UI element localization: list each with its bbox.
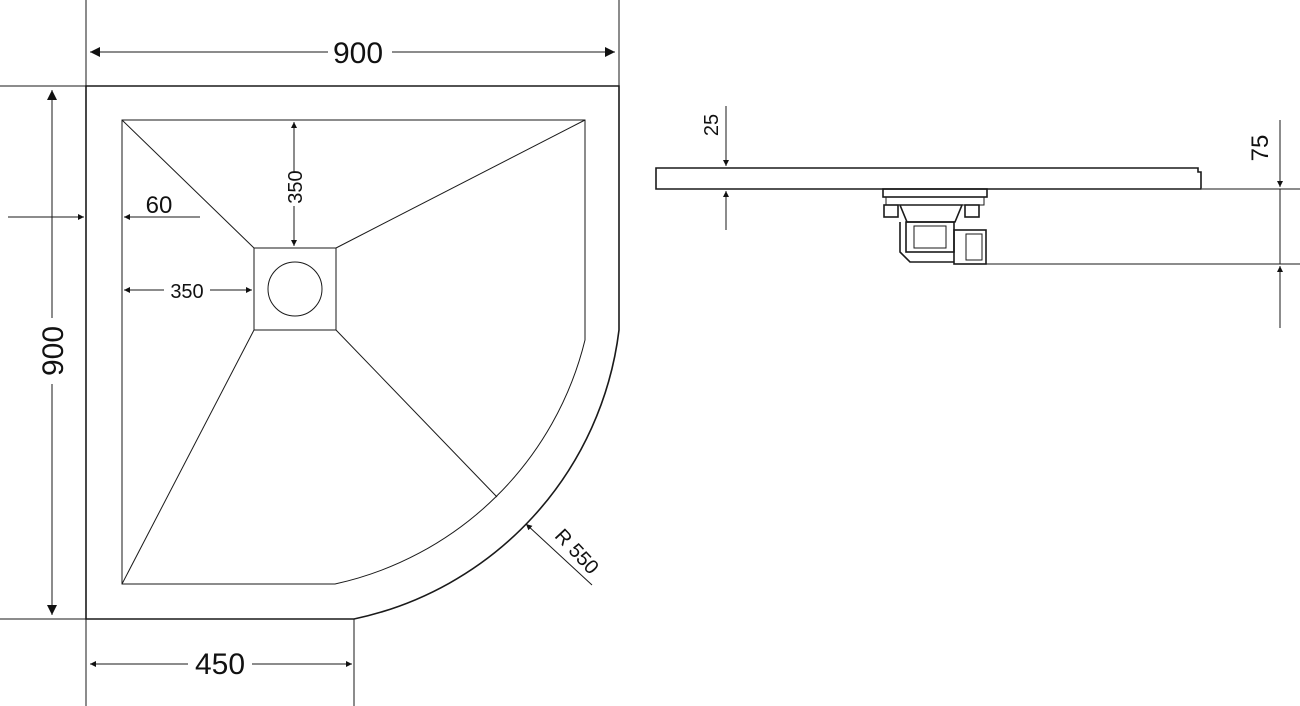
plan-view: 900 900 60 350 350 450 R 550 bbox=[0, 0, 620, 706]
dim-border-label: 60 bbox=[146, 192, 173, 219]
dim-total-height-label: 75 bbox=[1247, 135, 1274, 162]
trap-funnel bbox=[898, 204, 964, 223]
trap-collar-right bbox=[964, 204, 980, 218]
tray-side-slab bbox=[655, 167, 1202, 190]
radius-leader-line bbox=[525, 523, 593, 586]
trap-body-inner bbox=[913, 225, 947, 249]
slope-line-bottom-left bbox=[121, 329, 255, 585]
trap-outlet-inner bbox=[965, 233, 983, 261]
dim-width-label: 900 bbox=[333, 37, 383, 70]
tray-outer-outline bbox=[85, 85, 620, 620]
dim-thickness-label: 25 bbox=[701, 114, 723, 136]
slope-line-bottom-right bbox=[335, 329, 498, 498]
drain-trap bbox=[882, 188, 988, 265]
trap-flange-lower bbox=[885, 196, 985, 206]
drain-circle bbox=[267, 261, 323, 317]
dim-straight-label: 450 bbox=[195, 648, 245, 681]
dim-height-label: 900 bbox=[37, 326, 70, 376]
slope-line-top-left bbox=[121, 119, 255, 249]
trap-collar-left bbox=[883, 204, 899, 218]
trap-base bbox=[899, 222, 954, 263]
trap-flange bbox=[882, 188, 988, 198]
trap-outlet bbox=[953, 229, 987, 265]
tray-inner-outline bbox=[121, 119, 586, 585]
slope-line-top-right bbox=[335, 119, 586, 249]
side-view: 25 75 bbox=[655, 106, 1300, 328]
drain-square bbox=[253, 247, 337, 331]
dim-drain-y-label: 350 bbox=[285, 170, 307, 203]
dim-drain-x-label: 350 bbox=[170, 281, 203, 303]
